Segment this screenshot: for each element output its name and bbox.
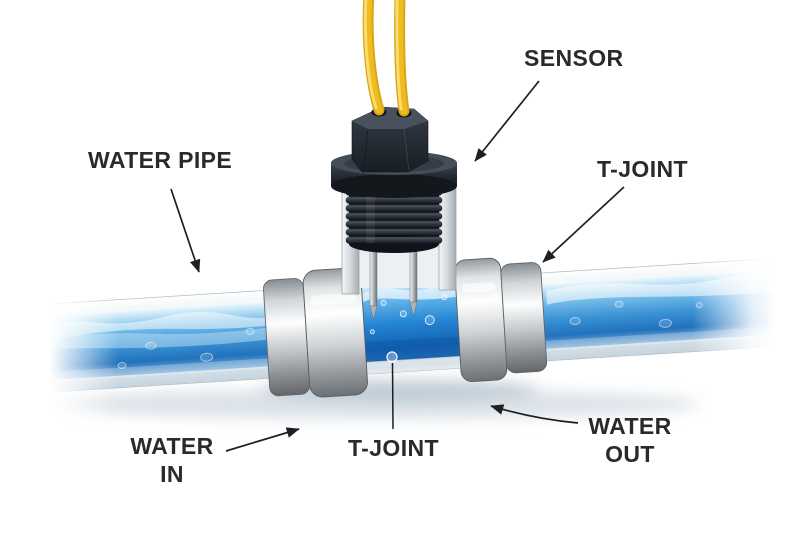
thread-ridge bbox=[345, 236, 443, 244]
wire-left-mid bbox=[364, 0, 383, 114]
droplet bbox=[200, 352, 214, 362]
water-pipe-label: WATER PIPE bbox=[88, 147, 233, 173]
shadow-wide bbox=[40, 389, 700, 419]
wire-right-mid bbox=[396, 0, 408, 115]
thread-ridge bbox=[345, 220, 443, 228]
bubble bbox=[369, 329, 375, 335]
t-joint-leader-line bbox=[391, 362, 394, 430]
droplet bbox=[145, 341, 157, 350]
collar-sheen bbox=[461, 282, 496, 293]
bubble bbox=[399, 310, 407, 318]
collar-left-outer bbox=[263, 278, 311, 397]
bubble bbox=[441, 294, 448, 301]
collar-sheen bbox=[310, 293, 357, 306]
hex-facet-edge bbox=[403, 128, 410, 172]
droplet bbox=[569, 316, 581, 326]
bubble bbox=[424, 315, 435, 326]
droplet bbox=[245, 327, 255, 335]
cutaway-bubbles bbox=[369, 294, 448, 335]
water-out-arrow bbox=[490, 404, 579, 424]
thread-ridge bbox=[345, 204, 443, 212]
sensor-label: SENSOR bbox=[524, 45, 624, 71]
sensor-wires bbox=[362, 0, 410, 117]
collar-right-inner bbox=[454, 257, 508, 383]
droplet bbox=[658, 318, 672, 328]
thread-ridge bbox=[345, 228, 443, 236]
water-in-arrow bbox=[225, 427, 300, 452]
right-end-fade bbox=[692, 210, 800, 400]
t-joint-leader-bubble bbox=[386, 351, 398, 363]
droplet bbox=[614, 300, 624, 308]
cutaway-deep-water bbox=[363, 336, 463, 365]
wire-left-highlight bbox=[363, 0, 378, 110]
probe-tip-left bbox=[369, 305, 378, 320]
t-joint-top-label: T-JOINT bbox=[597, 156, 688, 182]
flange-bottom bbox=[331, 174, 457, 198]
wire-right-highlight bbox=[395, 0, 403, 111]
probe-tip-right bbox=[409, 301, 418, 317]
sensor-hex-cap bbox=[351, 106, 429, 173]
thread-highlight bbox=[366, 188, 375, 243]
droplet bbox=[117, 362, 127, 370]
annotations bbox=[170, 80, 625, 452]
t-joint-top-arrow bbox=[542, 186, 625, 263]
t-joint-collars bbox=[263, 257, 548, 398]
bubble bbox=[380, 299, 387, 306]
water-droplets bbox=[117, 300, 703, 370]
sensor-arrow bbox=[474, 80, 540, 162]
water-out-label: WATER OUT bbox=[588, 413, 672, 468]
sensor-probes bbox=[369, 239, 418, 320]
collar-right-outer bbox=[500, 262, 548, 374]
sensor bbox=[331, 106, 457, 320]
t-joint-bottom-label: T-JOINT bbox=[348, 435, 439, 461]
water-in-label: WATER IN bbox=[130, 433, 214, 488]
left-end-fade bbox=[0, 225, 118, 425]
water-pipe-arrow bbox=[170, 188, 201, 273]
thread-ridge bbox=[345, 212, 443, 220]
hex-facet-edge bbox=[363, 128, 369, 172]
